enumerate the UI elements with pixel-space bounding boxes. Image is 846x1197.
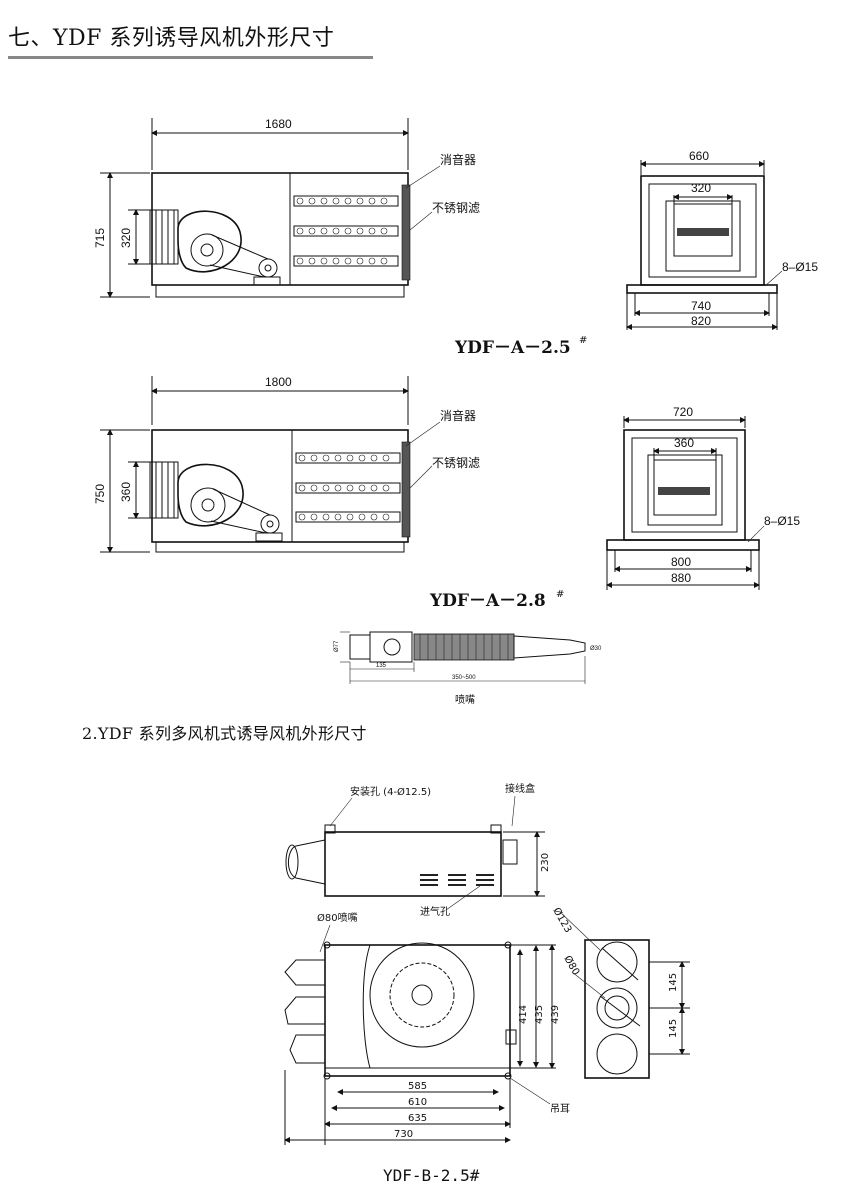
dim-145a: 145 — [668, 973, 679, 992]
fig-b25-top-view: 安装孔 (4-Ø12.5) 接线盒 230 Ø80喷嘴 进气孔 — [285, 782, 551, 953]
dim-length: 1800 — [265, 375, 292, 389]
label-filter: 不锈钢滤 — [432, 201, 480, 215]
fig-a25-side-view: 1680 715 — [93, 117, 480, 298]
label-air-inlet: 进气孔 — [420, 905, 450, 918]
fig-a28-end-view: 720 360 8–Ø15 800 880 — [606, 405, 800, 590]
dim-base-inner: 800 — [671, 555, 691, 569]
nozzle-dim-135: 135 — [376, 663, 387, 669]
dim-holes: 8–Ø15 — [782, 260, 818, 274]
dim-inlet: 360 — [119, 482, 133, 502]
subsection-title: 2.YDF 系列多风机式诱导风机外形尺寸 — [82, 724, 367, 743]
nozzle-label: 喷嘴 — [455, 694, 475, 706]
fig-a28-side-view: 1800 750 360 消音器 — [93, 375, 480, 553]
model-b25: YDF-B-2.5# — [383, 1166, 480, 1185]
dim-length: 1680 — [265, 117, 292, 131]
dim-inlet: 320 — [119, 228, 133, 248]
section-title: 七、YDF 系列诱导风机外形尺寸 — [8, 26, 335, 51]
model-a28: YDF－A－2.8 — [429, 591, 546, 611]
nozzle-dim-left: Ø77 — [334, 640, 340, 652]
nozzle-dim-right: Ø30 — [590, 646, 602, 652]
label-silencer: 消音器 — [440, 408, 476, 423]
dim-435: 435 — [534, 1005, 545, 1024]
dim-230: 230 — [540, 853, 551, 872]
dim-145b: 145 — [668, 1019, 679, 1038]
dim-end-inner: 360 — [674, 436, 694, 450]
label-filter: 不锈钢滤 — [432, 456, 480, 470]
model-a25-mark: # — [579, 335, 587, 346]
nozzle-dim-range: 350~500 — [452, 675, 476, 681]
dim-base-inner: 740 — [691, 299, 711, 313]
dim-635: 635 — [408, 1113, 427, 1124]
dim-end-width: 720 — [673, 405, 693, 419]
dim-holes: 8–Ø15 — [764, 514, 800, 528]
dim-d80: Ø80 — [561, 954, 582, 978]
dim-414: 414 — [518, 1005, 529, 1024]
dim-439: 439 — [550, 1005, 561, 1024]
fig-b25-outlet-view: 145 145 Ø123 Ø80 — [550, 906, 690, 1079]
label-hanger: 吊耳 — [550, 1103, 570, 1115]
dim-730: 730 — [394, 1129, 413, 1140]
fig-b25-front-view: 414 435 439 吊耳 585 610 635 730 — [284, 941, 570, 1145]
label-silencer: 消音器 — [440, 152, 476, 167]
nozzle-drawing: Ø77 Ø30 135 350~500 喷嘴 — [334, 631, 602, 706]
dim-end-width: 660 — [689, 149, 709, 163]
title-underline — [8, 56, 373, 59]
dim-base-outer: 880 — [671, 571, 691, 585]
label-mount-holes: 安装孔 (4-Ø12.5) — [350, 785, 431, 798]
label-junction-box: 接线盒 — [505, 782, 535, 795]
label-nozzle-80: Ø80喷嘴 — [317, 912, 358, 924]
dim-height: 715 — [93, 228, 107, 248]
model-a28-mark: # — [556, 589, 564, 600]
dim-d123: Ø123 — [550, 906, 574, 935]
dim-585: 585 — [408, 1081, 427, 1092]
dim-610: 610 — [408, 1097, 427, 1108]
dim-end-inner: 320 — [691, 181, 711, 195]
dim-height: 750 — [93, 484, 107, 504]
fig-a25-end-view: 660 320 8–Ø15 740 820 — [626, 149, 818, 330]
dim-base-outer: 820 — [691, 314, 711, 328]
model-a25: YDF－A－2.5 — [454, 338, 571, 358]
